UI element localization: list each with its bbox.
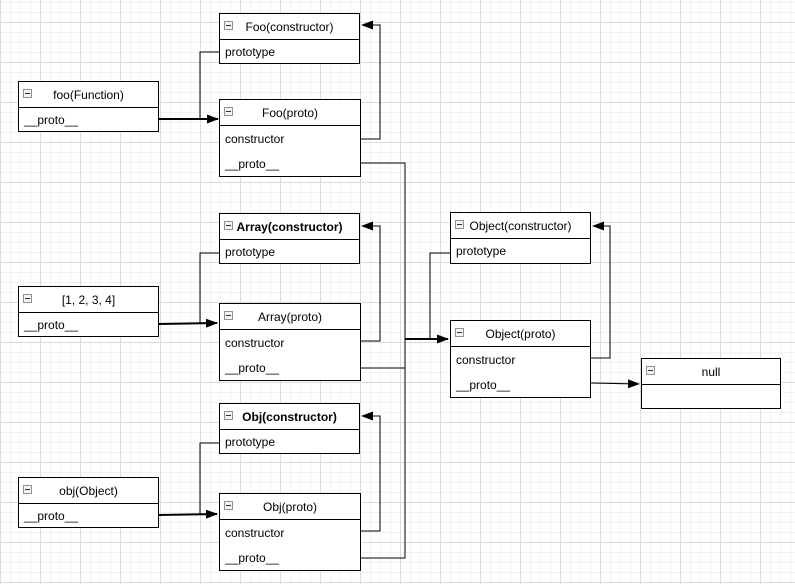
node-row[interactable]: prototype <box>456 244 507 258</box>
collapse-minus-icon[interactable] <box>455 328 464 337</box>
collapse-minus-icon[interactable] <box>23 294 32 303</box>
node-obj-constructor[interactable]: Obj(constructor) prototype <box>219 403 360 454</box>
node-row[interactable]: __proto__ <box>225 360 280 375</box>
edge-Array-constructor-loop[interactable] <box>361 221 381 342</box>
edge-Foo-constructor-loop[interactable] <box>361 20 381 140</box>
node-object-constructor[interactable]: Object(constructor) prototype <box>450 212 591 264</box>
edge-Object-proto-proto-to-null[interactable] <box>590 379 640 389</box>
node-row[interactable]: __proto__ <box>225 156 280 171</box>
node-header: Object(constructor) <box>451 213 590 239</box>
node-row[interactable]: constructor <box>225 131 285 146</box>
collapse-minus-icon[interactable] <box>224 221 233 230</box>
collapse-minus-icon[interactable] <box>23 89 32 98</box>
node-header: obj(Object) <box>19 478 158 504</box>
edge-Obj-prototype-to-Obj-proto[interactable] <box>199 442 219 515</box>
node-row[interactable]: __proto__ <box>225 550 280 565</box>
node-title: Foo(proto) <box>261 105 319 120</box>
node-row[interactable]: constructor <box>456 352 516 367</box>
edge-Object-constructor-loop[interactable] <box>591 221 611 359</box>
node-title: null <box>701 364 721 379</box>
node-array-literal[interactable]: [1, 2, 3, 4] __proto__ <box>18 286 159 337</box>
node-row[interactable]: prototype <box>225 44 276 59</box>
node-row[interactable]: constructor <box>225 335 285 350</box>
collapse-minus-icon[interactable] <box>224 21 233 30</box>
collapse-minus-icon[interactable] <box>224 107 233 116</box>
node-array-constructor[interactable]: Array(constructor) prototype <box>219 213 360 264</box>
node-row[interactable]: __proto__ <box>24 112 79 127</box>
node-title: Object(constructor) <box>469 218 572 233</box>
node-header: null <box>642 359 780 385</box>
node-row[interactable]: __proto__ <box>24 317 79 332</box>
node-title: Object(proto) <box>485 326 556 341</box>
node-title: Obj(constructor) <box>242 409 337 424</box>
node-foo-proto[interactable]: Foo(proto) constructor __proto__ <box>219 99 361 177</box>
node-foo-constructor[interactable]: Foo(constructor) prototype <box>219 13 360 64</box>
collapse-minus-icon[interactable] <box>455 220 464 229</box>
node-row[interactable]: constructor <box>225 525 285 540</box>
collapse-minus-icon[interactable] <box>646 366 655 375</box>
node-foo-function[interactable]: foo(Function) __proto__ <box>18 81 159 132</box>
node-title: Foo(constructor) <box>245 19 334 34</box>
node-title: Array(constructor) <box>236 219 343 234</box>
node-header: Object(proto) <box>451 321 590 347</box>
node-title: Obj(proto) <box>262 499 318 514</box>
node-title: [1, 2, 3, 4] <box>61 292 116 307</box>
collapse-minus-icon[interactable] <box>224 411 233 420</box>
edge-Obj-constructor-loop[interactable] <box>361 411 381 532</box>
node-header: Array(proto) <box>220 304 360 330</box>
collapse-minus-icon[interactable] <box>224 501 233 510</box>
node-null[interactable]: null <box>641 358 781 409</box>
node-header: Array(constructor) <box>220 214 359 240</box>
node-title: foo(Function) <box>53 87 124 102</box>
collapse-minus-icon[interactable] <box>23 485 32 494</box>
node-header: Obj(proto) <box>220 494 360 520</box>
edge-Foo-prototype-to-Foo-proto[interactable] <box>199 51 219 120</box>
node-row[interactable]: prototype <box>225 244 276 259</box>
node-title: Array(proto) <box>257 309 322 324</box>
collapse-minus-icon[interactable] <box>224 311 233 320</box>
edge-Foo-proto-proto-to-trunk[interactable] <box>361 162 406 339</box>
node-header: Foo(proto) <box>220 100 360 126</box>
edge-Object-prototype-to-Object-proto[interactable] <box>429 252 450 340</box>
node-header: Foo(constructor) <box>220 14 359 40</box>
node-row[interactable]: prototype <box>225 434 276 449</box>
node-row[interactable]: __proto__ <box>24 508 79 523</box>
node-obj-proto[interactable]: Obj(proto) constructor __proto__ <box>219 493 361 571</box>
edge-Array-prototype-to-Array-proto[interactable] <box>199 252 219 324</box>
node-header: Obj(constructor) <box>220 404 359 430</box>
node-object-proto[interactable]: Object(proto) constructor __proto__ <box>450 320 591 398</box>
edge-Obj-proto-proto-to-trunk[interactable] <box>361 339 406 559</box>
node-obj-object[interactable]: obj(Object) __proto__ <box>18 477 159 528</box>
node-array-proto[interactable]: Array(proto) constructor __proto__ <box>219 303 361 381</box>
node-row[interactable]: __proto__ <box>456 377 511 392</box>
node-header: [1, 2, 3, 4] <box>19 287 158 313</box>
node-title: obj(Object) <box>59 483 118 498</box>
node-header: foo(Function) <box>19 82 158 108</box>
node-row[interactable] <box>642 385 780 408</box>
